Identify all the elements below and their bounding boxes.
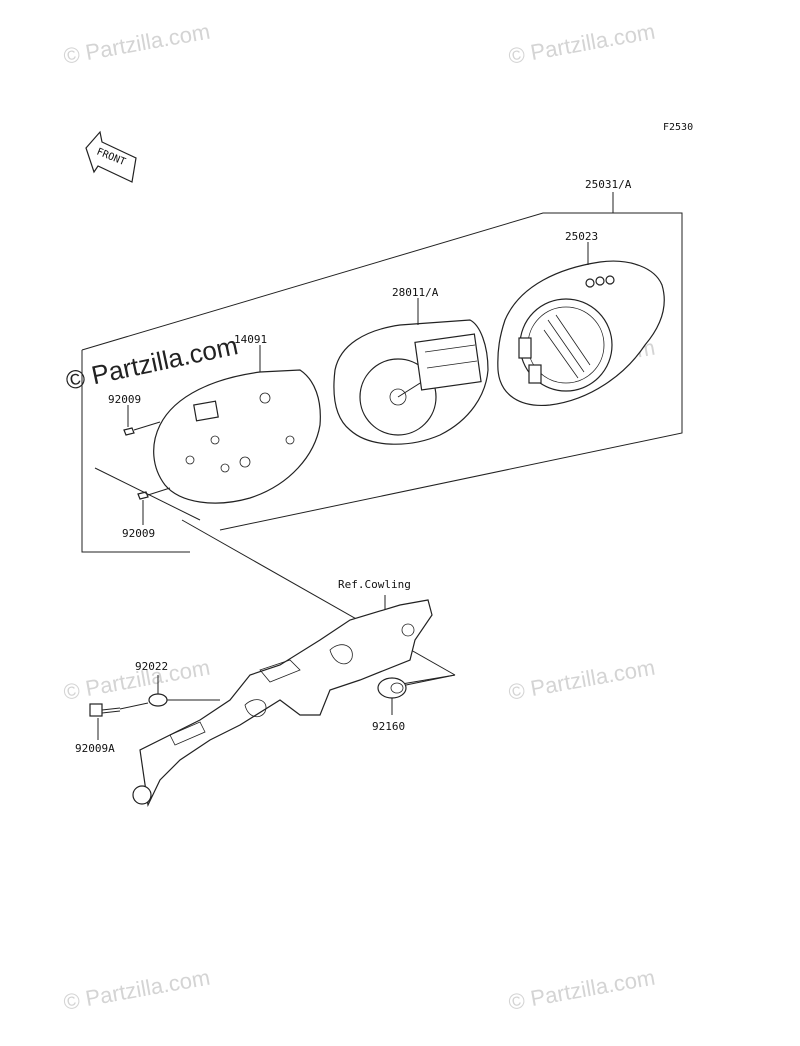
label-cover: 25023 <box>565 230 598 243</box>
front-arrow-icon: FRONT <box>85 130 137 183</box>
bolt <box>89 702 149 740</box>
label-washer: 92022 <box>135 660 168 673</box>
label-assembly: 25031/A <box>585 178 632 191</box>
washer <box>148 675 220 707</box>
meter-cover <box>497 242 665 407</box>
label-case: 14091 <box>234 333 267 346</box>
watermark-top-right: © Partzilla.com <box>507 19 657 69</box>
watermark-top-left: © Partzilla.com <box>62 19 212 69</box>
grommet <box>377 674 456 715</box>
watermarks: © Partzilla.com © Partzilla.com © Partzi… <box>62 19 657 1015</box>
watermark-bottom-right: © Partzilla.com <box>507 965 657 1015</box>
screw-upper <box>123 405 161 436</box>
screw-lower <box>94 467 201 525</box>
meter-stay <box>132 595 433 808</box>
meter-unit <box>333 298 489 445</box>
assembly-bracket <box>81 212 683 553</box>
label-screw-upper: 92009 <box>108 393 141 406</box>
watermark-lower-right: © Partzilla.com <box>507 655 657 705</box>
label-ref-cowling: Ref.Cowling <box>338 578 411 591</box>
label-meter-unit: 28011/A <box>392 286 439 299</box>
label-bolt: 92009A <box>75 742 115 755</box>
meter-case <box>153 345 321 504</box>
label-grommet: 92160 <box>372 720 405 733</box>
figure-code: F2530 <box>663 122 693 133</box>
label-screw-lower: 92009 <box>122 527 155 540</box>
watermark-bottom-left: © Partzilla.com <box>62 965 212 1015</box>
